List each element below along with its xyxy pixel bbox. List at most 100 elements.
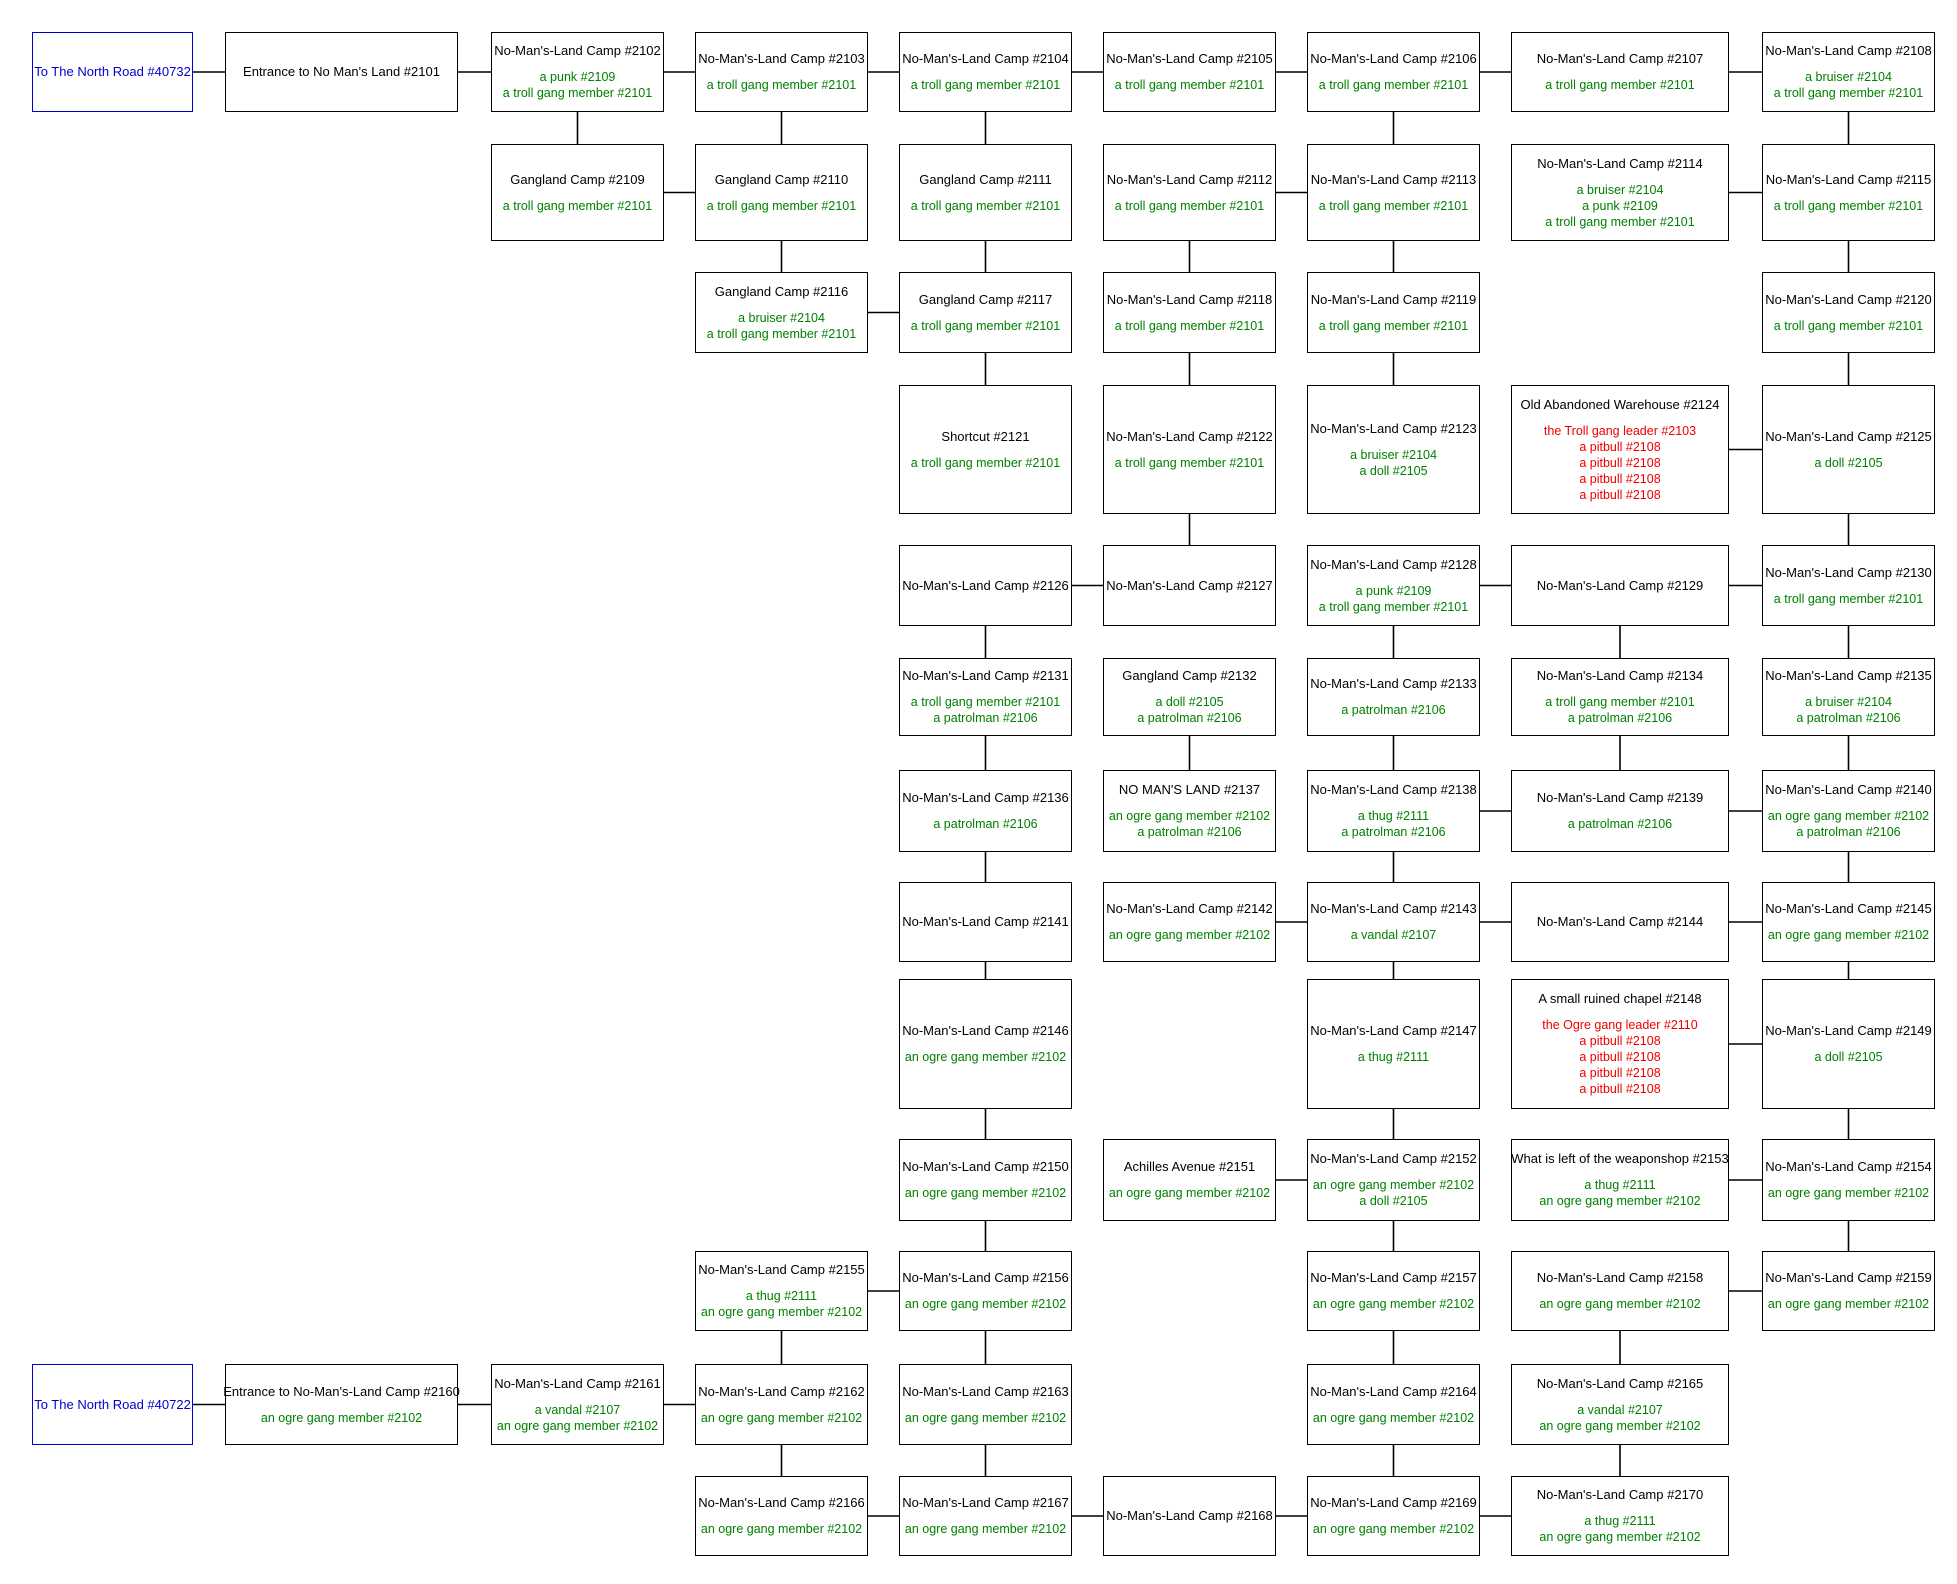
room-node[interactable]: No-Man's-Land Camp #2168 bbox=[1103, 1476, 1276, 1556]
room-node[interactable]: No-Man's-Land Camp #2141 bbox=[899, 882, 1072, 962]
room-node[interactable]: No-Man's-Land Camp #2126 bbox=[899, 545, 1072, 626]
mob-label: a doll #2105 bbox=[1359, 1194, 1428, 1208]
room-node[interactable]: Entrance to No Man's Land #2101 bbox=[225, 32, 458, 112]
mob-label: a bruiser #2104 bbox=[738, 310, 825, 325]
room-name: No-Man's-Land Camp #2125 bbox=[1765, 428, 1932, 444]
mob-label: an ogre gang member #2102 bbox=[700, 1410, 863, 1425]
mob-label: a doll #2105 bbox=[1359, 463, 1428, 478]
room-name: No-Man's-Land Camp #2115 bbox=[1765, 171, 1932, 187]
mob-label: an ogre gang member #2102 bbox=[496, 1418, 659, 1433]
room-name: No-Man's-Land Camp #2155 bbox=[698, 1262, 865, 1277]
room-name: No-Man's-Land Camp #2161 bbox=[494, 1375, 661, 1391]
room-name: No-Man's-Land Camp #2140 bbox=[1765, 782, 1932, 797]
mob-label: a bruiser #2104 bbox=[1805, 70, 1892, 84]
mob-label: an ogre gang member #2102 bbox=[904, 1186, 1067, 1200]
exit-node[interactable]: To The North Road #40732 bbox=[32, 32, 193, 112]
room-node[interactable]: No-Man's-Land Camp #2127 bbox=[1103, 545, 1276, 626]
room-name: Entrance to No Man's Land #2101 bbox=[243, 64, 440, 79]
room-name: No-Man's-Land Camp #2165 bbox=[1536, 1375, 1704, 1391]
mob-label: a bruiser #2104 bbox=[1576, 182, 1664, 197]
mob-label: a punk #2109 bbox=[1355, 583, 1432, 598]
room-name: No-Man's-Land Camp #2158 bbox=[1536, 1270, 1704, 1285]
room-name: No-Man's-Land Camp #2128 bbox=[1310, 556, 1477, 572]
room-node[interactable]: No-Man's-Land Camp #2129 bbox=[1511, 545, 1729, 626]
room-node[interactable]: No-Man's-Land Camp #2144 bbox=[1511, 882, 1729, 962]
room-name: No-Man's-Land Camp #2120 bbox=[1765, 291, 1932, 307]
room-name: No-Man's-Land Camp #2102 bbox=[494, 43, 661, 58]
mob-list: an ogre gang member #2102 bbox=[1313, 1521, 1474, 1537]
exit-node[interactable]: To The North Road #40722 bbox=[32, 1364, 193, 1445]
mob-label: an ogre gang member #2102 bbox=[1312, 1522, 1475, 1536]
